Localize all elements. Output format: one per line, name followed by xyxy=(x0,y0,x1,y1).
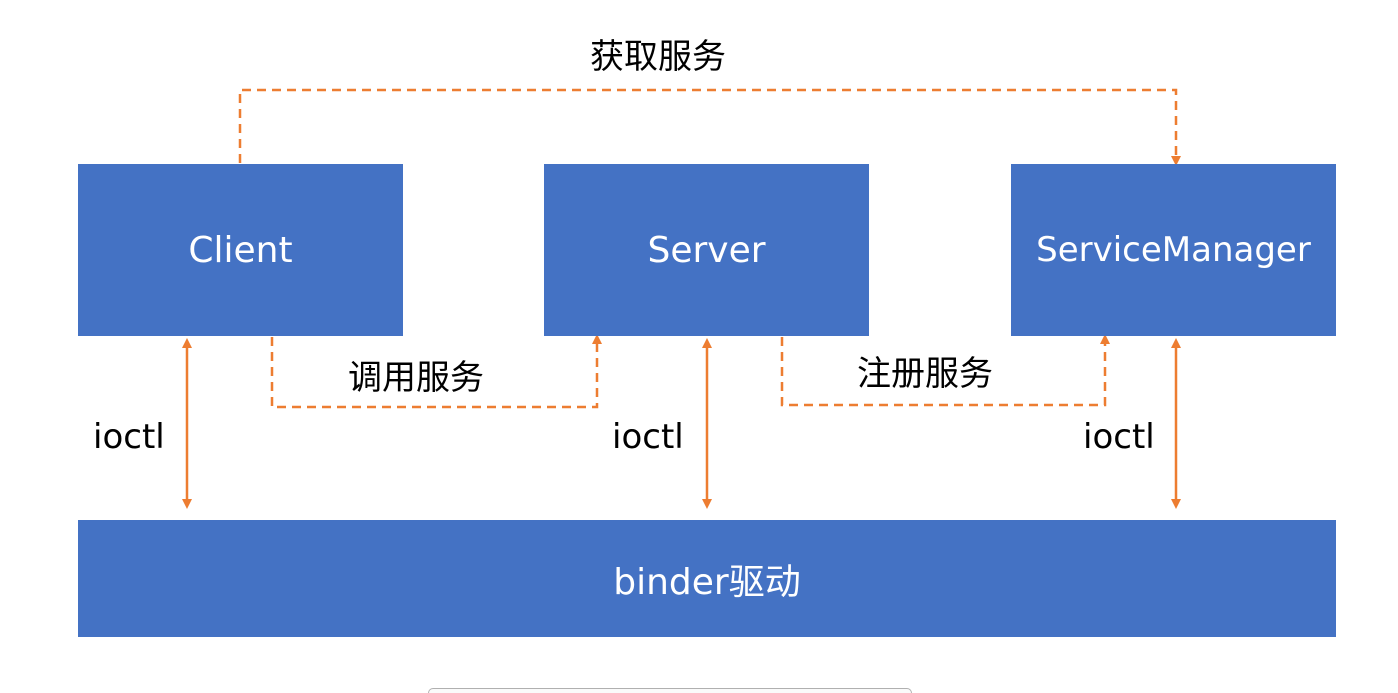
binder-driver-label: binder驱动 xyxy=(613,561,801,603)
ioctl-server-label: ioctl xyxy=(612,417,684,457)
client-label: Client xyxy=(188,229,293,271)
server-label: Server xyxy=(647,229,766,271)
call-service-arrow xyxy=(270,334,602,409)
register-service-label: 注册服务 xyxy=(857,354,993,394)
server-node: Server xyxy=(544,164,869,336)
binder-driver-node: binder驱动 xyxy=(78,520,1336,637)
ioctl-service-manager-label: ioctl xyxy=(1083,417,1155,457)
client-node: Client xyxy=(78,164,403,336)
service-manager-label: ServiceManager xyxy=(1036,230,1311,270)
bottom-toolbar-edge xyxy=(428,688,912,693)
service-manager-node: ServiceManager xyxy=(1011,164,1336,336)
register-service-arrow xyxy=(780,334,1110,407)
get-service-label: 获取服务 xyxy=(590,37,726,77)
get-service-arrow xyxy=(238,88,1181,166)
ioctl-client-label: ioctl xyxy=(93,417,165,457)
call-service-label: 调用服务 xyxy=(348,358,484,398)
